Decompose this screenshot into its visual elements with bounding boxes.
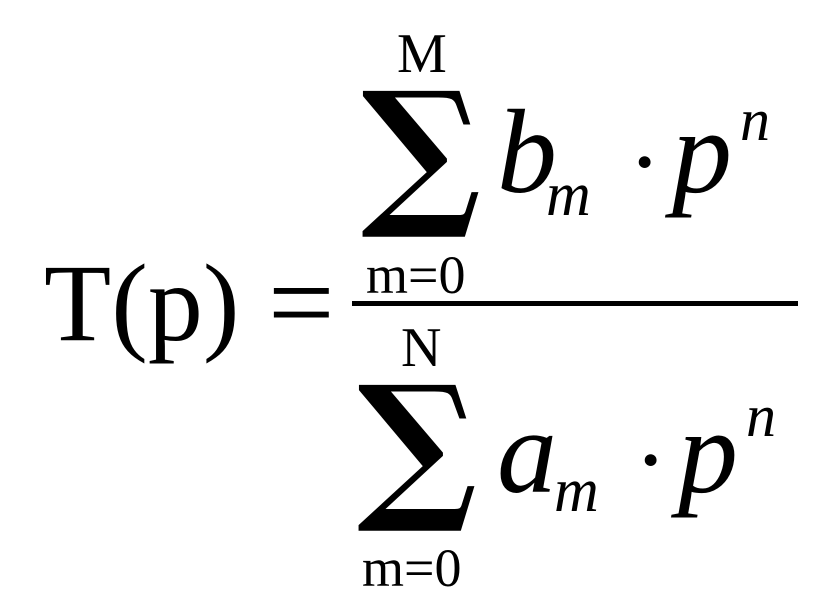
numerator-sigma-symbol: ∑: [361, 56, 482, 244]
numerator-multiply-dot: ·: [628, 106, 662, 217]
numerator-coefficient: b: [497, 85, 557, 218]
denominator-exponent: n: [746, 383, 776, 449]
numerator-upper-limit: M: [397, 23, 447, 85]
numerator-exponent: n: [740, 87, 770, 153]
denominator-upper-limit: N: [401, 317, 442, 379]
denominator-variable: p: [678, 385, 738, 518]
formula-lhs: T(p): [44, 242, 240, 364]
denominator-lower-limit: m=0: [362, 538, 462, 598]
denominator-coefficient-index: m: [554, 457, 599, 525]
numerator-lower-limit: m=0: [366, 245, 466, 305]
denominator-coefficient: a: [497, 385, 557, 518]
numerator-coefficient-index: m: [546, 161, 591, 229]
fraction-bar: [352, 301, 798, 306]
equals-sign: =: [268, 237, 335, 368]
denominator-multiply-dot: ·: [634, 404, 668, 515]
denominator-sigma-symbol: ∑: [357, 350, 478, 538]
numerator-variable: p: [672, 85, 732, 218]
